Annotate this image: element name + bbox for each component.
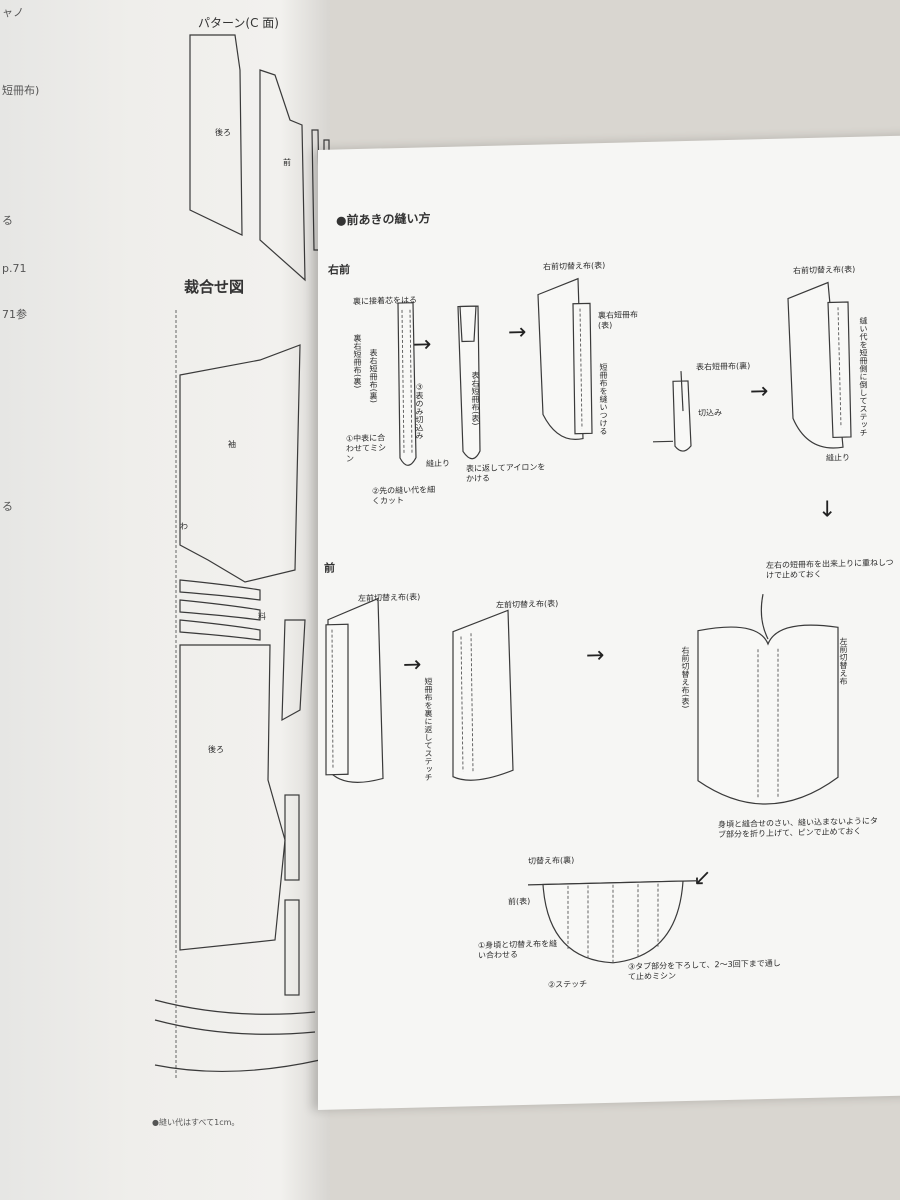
margin-note: 短冊布) — [2, 84, 40, 97]
arrow-icon: → — [586, 642, 605, 669]
step1-note: 縫止り — [426, 458, 450, 469]
step1-figure — [397, 302, 417, 466]
layout-wa-label: わ — [180, 522, 188, 531]
step2-figure — [457, 305, 481, 460]
step4-figure — [653, 371, 692, 452]
step1-note: 裏右短冊布(裏) — [353, 333, 362, 389]
step3-note: 右前切替え布(表) — [543, 260, 606, 272]
margin-note: 71参 — [2, 308, 27, 321]
step8-note: 右前切替え布(表) — [681, 645, 690, 709]
step9-note: ②ステッチ — [548, 979, 588, 990]
step8-note: 左右の短冊布を出来上りに重ねしつけで止めておく — [766, 557, 894, 581]
step9-note: 切替え布(裏) — [528, 855, 575, 866]
step1-note: 表右短冊布(裏) — [369, 348, 378, 404]
step9-note: ①身頃と切替え布を縫い合わせる — [478, 939, 558, 961]
arrow-icon: → — [413, 332, 432, 358]
step5-note: 縫止り — [826, 452, 850, 463]
margin-note: る — [2, 500, 13, 513]
step5-note: 右前切替え布(表) — [793, 264, 856, 276]
footnote: ●縫い代はすべて1cm。 — [152, 1118, 240, 1127]
step1-note: 裏に接着芯をはる — [353, 295, 417, 307]
margin-note: る — [2, 214, 13, 227]
step1-note: ③表のみ切込み — [415, 382, 424, 440]
step2-note: 表右短冊布(表) — [471, 371, 480, 426]
right-front-label: 右前 — [328, 263, 350, 277]
step3-note: 裏右短冊布(表) — [598, 310, 638, 331]
margin-note: ャノ — [2, 6, 24, 19]
right-page: ●前あきの縫い方 右前 前 裏に接着芯をはる 裏右短冊布(裏) 表右短冊布(裏)… — [318, 135, 900, 1111]
step7-note: 短冊布を裏に返してステッチ — [424, 677, 433, 782]
margin-note: p.71 — [2, 262, 27, 275]
layout-diagram — [154, 310, 321, 1080]
step7-figure — [452, 609, 514, 781]
step9-figure — [528, 880, 698, 964]
section-title: ●前あきの縫い方 — [336, 211, 431, 228]
step6-figure — [325, 597, 384, 783]
pattern-front-label: 前 — [283, 158, 291, 167]
step3-figure — [537, 277, 593, 440]
step8-note: 身頃と縫合せのさい、縫い込まないようにタブ部分を折り上げて、ピンで止めておく — [718, 816, 878, 840]
step6-note: 左前切替え布(表) — [358, 592, 421, 604]
step9-note: 前(表) — [508, 896, 531, 907]
pattern-title: パターン(C 面) — [198, 16, 279, 30]
step4-note: 切込み — [698, 408, 722, 418]
step8-note: 左前切替え布 — [839, 637, 848, 686]
left-front-label: 前 — [324, 561, 335, 575]
step5-figure — [787, 281, 852, 449]
step2-note: 表に返してアイロンをかける — [466, 462, 546, 484]
step3-note: 短冊布を縫いつける — [599, 362, 608, 436]
step8-figure — [697, 594, 839, 805]
arrow-icon: → — [750, 378, 769, 405]
step4-note: 表右短冊布(裏) — [696, 361, 751, 372]
arrow-icon: → — [403, 652, 422, 678]
pattern-diagram — [189, 34, 330, 282]
step1-note: ①中表に合わせてミシン — [346, 433, 386, 464]
layout-ryo-label: 料 — [258, 612, 266, 621]
arrow-icon: ↓ — [818, 497, 837, 523]
step1-note: ②先の縫い代を細くカット — [372, 485, 436, 506]
step7-note: 左前切替え布(表) — [496, 599, 559, 610]
arrow-icon: → — [508, 319, 527, 346]
layout-back-label: 後ろ — [208, 745, 224, 754]
step9-note: ③タブ部分を下ろして、2〜3回下まで通して止めミシン — [628, 958, 781, 982]
layout-sleeve-label: 袖 — [228, 440, 236, 449]
step5-note: 縫い代を短冊側に倒してステッチ — [859, 316, 868, 437]
left-page: ャノ 短冊布) る p.71 71参 る パターン(C 面) 後ろ 前 裁合せ図… — [0, 0, 330, 1200]
layout-title: 裁合せ図 — [184, 278, 245, 296]
pattern-back-label: 後ろ — [215, 128, 231, 137]
